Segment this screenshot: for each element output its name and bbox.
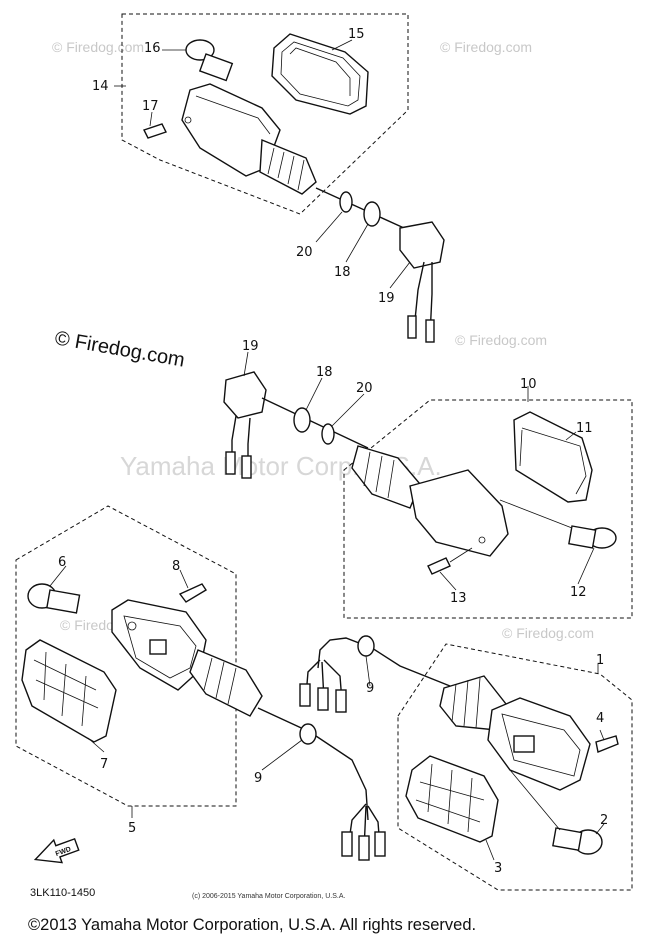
cable-9-right <box>317 637 461 691</box>
wire-terminal <box>358 835 370 861</box>
wire-terminal <box>374 831 386 857</box>
callout-2: 2 <box>600 813 608 828</box>
screw-17 <box>143 123 167 139</box>
callout-7: 7 <box>100 757 108 772</box>
watermark-firedog: © Firedog.com <box>440 39 532 55</box>
callout-19: 19 <box>242 339 259 354</box>
callout-1: 1 <box>596 653 604 668</box>
callout-11: 11 <box>576 421 593 436</box>
callout-19: 19 <box>378 291 395 306</box>
bottom-right-turn-signal-assembly <box>299 635 633 891</box>
grommet-9-left <box>299 723 317 745</box>
grommet-19-top <box>399 221 445 269</box>
washer-20-mid <box>321 423 335 445</box>
callout-9: 9 <box>366 681 374 696</box>
callout-4: 4 <box>596 711 604 726</box>
watermark-firedog: © Firedog.com <box>502 625 594 641</box>
cable-9-left <box>257 707 369 821</box>
socket-5 <box>149 639 167 655</box>
rod-top <box>315 187 405 229</box>
housing-1 <box>487 697 591 791</box>
top-turn-signal-assembly <box>114 13 445 343</box>
assembly-boundary-5 <box>15 505 237 807</box>
wire-terminal <box>225 451 236 475</box>
footer-copyright: ©2013 Yamaha Motor Corporation, U.S.A. A… <box>28 916 477 934</box>
wire-terminal <box>241 455 252 479</box>
callout-18: 18 <box>334 265 351 280</box>
callout-14: 14 <box>92 79 109 94</box>
housing-10 <box>409 469 509 557</box>
watermark-firedog: © Firedog.com <box>455 332 547 348</box>
grommet-19-mid <box>223 371 267 419</box>
callout-13: 13 <box>450 591 467 606</box>
middle-turn-signal-assembly <box>223 351 633 619</box>
callout-6: 6 <box>58 555 66 570</box>
callout-16: 16 <box>144 41 161 56</box>
grommet-9-right <box>357 635 375 657</box>
stem-14 <box>259 138 317 195</box>
wire-terminal <box>425 319 435 343</box>
stem-10 <box>351 445 421 509</box>
lens-15 <box>271 33 369 115</box>
watermark-firedog-large: © Firedog.com <box>53 327 186 371</box>
callout-8: 8 <box>172 559 180 574</box>
callout-10: 10 <box>520 377 537 392</box>
assembly-boundary-1 <box>397 643 633 891</box>
diagram-code: 3LK110-1450 <box>30 887 95 899</box>
wire-terminal <box>317 687 329 711</box>
wire-terminal <box>335 689 347 713</box>
washer-20-top <box>339 191 353 213</box>
socket-1 <box>513 735 535 753</box>
callout-17: 17 <box>142 99 159 114</box>
callout-15: 15 <box>348 27 365 42</box>
watermark-firedog: © Firedog.com <box>52 39 144 55</box>
callout-labels: 16 15 14 17 20 18 19 19 18 20 10 11 12 1… <box>58 27 608 876</box>
assembly-boundary-14 <box>121 13 409 215</box>
callout-20: 20 <box>356 381 373 396</box>
wire-terminal <box>341 831 353 857</box>
callout-3: 3 <box>494 861 502 876</box>
assembly-boundary-10 <box>343 399 633 619</box>
small-copyright: (c) 2006-2015 Yamaha Motor Corporation, … <box>192 893 345 900</box>
collar-18-top <box>363 201 381 227</box>
screw-13 <box>427 557 451 575</box>
bottom-left-turn-signal-assembly <box>15 505 386 861</box>
screw-4 <box>595 735 619 753</box>
callout-12: 12 <box>570 585 587 600</box>
screw-8 <box>178 583 207 603</box>
wire-terminal <box>299 683 311 707</box>
stem-5 <box>189 649 263 717</box>
callout-18: 18 <box>316 365 333 380</box>
callout-5: 5 <box>128 821 136 836</box>
collar-18-mid <box>293 407 311 433</box>
lens-7 <box>21 639 117 743</box>
lens-3 <box>405 755 499 843</box>
fwd-arrow-icon: FWD <box>33 837 80 864</box>
wire-terminal <box>407 315 417 339</box>
rod-mid <box>261 397 369 449</box>
callout-20: 20 <box>296 245 313 260</box>
callout-9: 9 <box>254 771 262 786</box>
